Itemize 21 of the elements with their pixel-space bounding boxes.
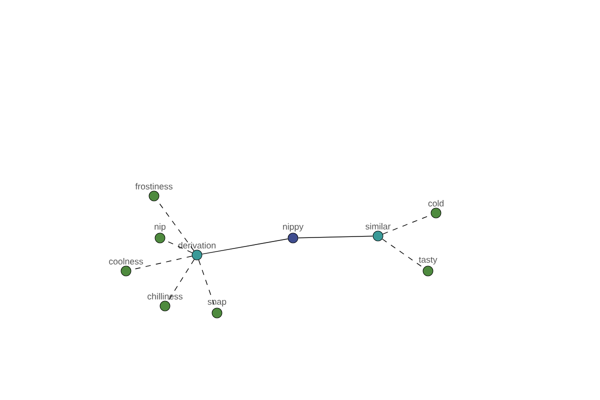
graph-node: nippy <box>282 222 304 244</box>
connector-line <box>202 238 288 254</box>
node-label: coolness <box>109 258 144 264</box>
node-label: derivation <box>178 242 216 248</box>
connector-line <box>298 236 374 238</box>
graph-node: frostiness <box>134 182 174 202</box>
node-label: tasty <box>418 256 438 264</box>
graph-node: cold <box>427 199 445 218</box>
node-label: nip <box>154 223 166 232</box>
node-label: chilliness <box>148 293 182 300</box>
graph-node: coolness <box>108 257 144 276</box>
node-label: frostiness <box>135 183 172 190</box>
graph-node: chilliness <box>146 292 184 312</box>
connector-line <box>167 259 195 302</box>
graph-node: nip <box>153 222 167 244</box>
node-label: cold <box>428 200 444 206</box>
graph-node: tasty <box>418 256 438 276</box>
node-label: similar <box>366 223 391 230</box>
node-label: nippy <box>283 223 304 232</box>
graph-node: derivation <box>177 241 217 260</box>
graph-node: similar <box>364 222 392 242</box>
